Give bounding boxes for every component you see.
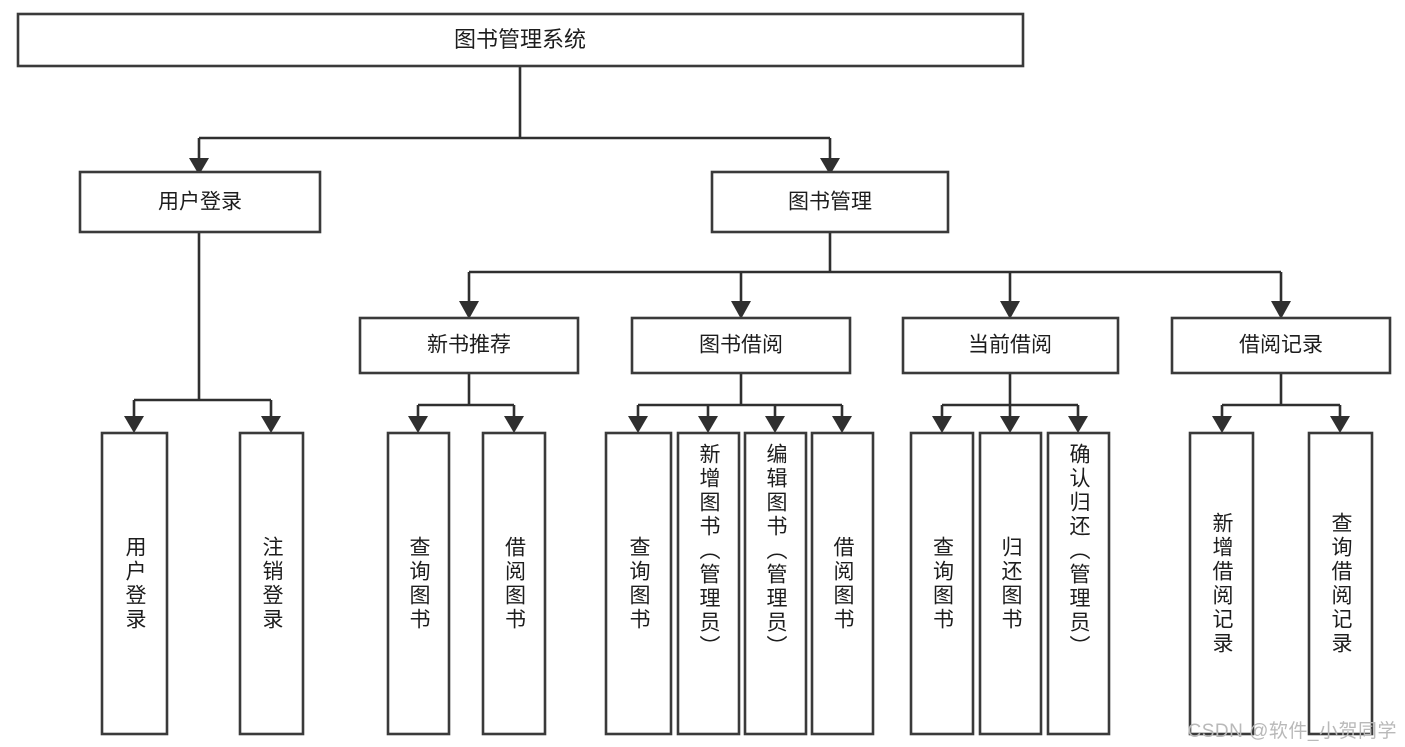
arrowhead-leaf-add-book xyxy=(698,416,718,433)
arrowhead-leaf-user-login xyxy=(124,416,144,433)
node-root-box[interactable] xyxy=(16,12,1025,68)
node-leaf-user-logout-box[interactable] xyxy=(238,431,305,736)
node-leaf-query-record-box[interactable] xyxy=(1307,431,1374,736)
node-user-login[interactable]: 用户登录 xyxy=(78,170,322,234)
node-root[interactable]: 图书管理系统 xyxy=(16,12,1025,68)
node-leaf-edit-book-box[interactable] xyxy=(743,431,808,736)
connector-group xyxy=(124,66,1350,433)
node-current-borrow-label: 当前借阅 xyxy=(968,334,1052,357)
node-book-borrow-label: 图书借阅 xyxy=(699,334,783,357)
node-leaf-add-book-box[interactable] xyxy=(676,431,741,736)
node-borrow-record-label: 借阅记录 xyxy=(1239,334,1323,357)
arrowhead-leaf-user-logout xyxy=(261,416,281,433)
node-book-management-label: 图书管理 xyxy=(788,191,872,214)
arrowhead-leaf-query-book-1 xyxy=(408,416,428,433)
node-leaf-return-book-box[interactable] xyxy=(978,431,1043,736)
arrowhead-leaf-query-book-2 xyxy=(628,416,648,433)
node-leaf-user-login-box[interactable] xyxy=(100,431,169,736)
arrowhead-new-book-recommend xyxy=(459,301,479,319)
arrowhead-leaf-return-book xyxy=(1000,416,1020,433)
node-current-borrow[interactable]: 当前借阅 xyxy=(901,316,1120,375)
node-book-management-box[interactable] xyxy=(710,170,950,234)
arrowhead-leaf-edit-book xyxy=(765,416,785,433)
node-leaf-borrow-book-2-box[interactable] xyxy=(810,431,875,736)
node-book-borrow-box[interactable] xyxy=(630,316,852,375)
node-new-book-recommend-box[interactable] xyxy=(358,316,580,375)
node-root-label: 图书管理系统 xyxy=(454,27,586,52)
arrowhead-current-borrow xyxy=(1000,301,1020,319)
node-user-login-box[interactable] xyxy=(78,170,322,234)
node-new-book-recommend[interactable]: 新书推荐 xyxy=(358,316,580,375)
node-book-management[interactable]: 图书管理 xyxy=(710,170,950,234)
node-leaf-borrow-book-1-box[interactable] xyxy=(481,431,547,736)
arrowhead-leaf-query-record xyxy=(1330,416,1350,433)
arrowhead-leaf-query-book-3 xyxy=(932,416,952,433)
node-new-book-recommend-label: 新书推荐 xyxy=(427,334,511,357)
node-leaf-query-book-2-box[interactable] xyxy=(604,431,673,736)
arrowhead-leaf-borrow-book-2 xyxy=(832,416,852,433)
arrowhead-user-login xyxy=(189,158,209,175)
arrowhead-leaf-borrow-book-1 xyxy=(504,416,524,433)
node-current-borrow-box[interactable] xyxy=(901,316,1120,375)
node-leaf-confirm-return-box[interactable] xyxy=(1046,431,1111,736)
node-book-borrow[interactable]: 图书借阅 xyxy=(630,316,852,375)
arrowhead-borrow-record xyxy=(1271,301,1291,319)
node-leaf-add-record-box[interactable] xyxy=(1188,431,1255,736)
arrowhead-book-borrow xyxy=(731,301,751,319)
node-leaf-query-book-3-box[interactable] xyxy=(909,431,975,736)
node-leaf-query-book-1-box[interactable] xyxy=(386,431,451,736)
node-user-login-label: 用户登录 xyxy=(158,191,242,214)
arrowhead-leaf-add-record xyxy=(1212,416,1232,433)
watermark-text: CSDN @软件_小贺同学 xyxy=(1187,721,1397,742)
node-borrow-record-box[interactable] xyxy=(1170,316,1392,375)
arrowhead-leaf-confirm-return xyxy=(1068,416,1088,433)
node-borrow-record[interactable]: 借阅记录 xyxy=(1170,316,1392,375)
arrowhead-book-management xyxy=(820,158,840,175)
